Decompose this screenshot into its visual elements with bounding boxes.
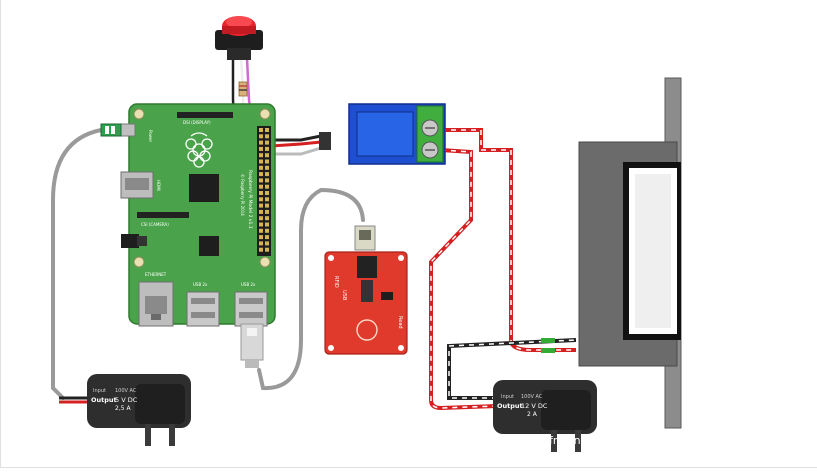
push-button[interactable] bbox=[215, 16, 263, 60]
gpio-pin bbox=[265, 178, 269, 183]
psu-left-current: 2,5 A bbox=[115, 405, 131, 412]
relay-terminal-2[interactable] bbox=[421, 141, 439, 159]
gpio-pin bbox=[259, 247, 263, 252]
ethernet-label: ETHERNET bbox=[145, 272, 167, 277]
gpio-pin bbox=[265, 134, 269, 139]
csi-label: CSI (CAMERA) bbox=[141, 222, 169, 227]
gpio-pin bbox=[265, 146, 269, 151]
psu-right-output-value: 12 V DC bbox=[521, 402, 548, 410]
rfid-usb-cable bbox=[257, 187, 365, 391]
ethernet-port[interactable] bbox=[138, 281, 174, 327]
gpio-pin bbox=[259, 172, 263, 177]
electric-lock bbox=[578, 77, 682, 429]
psu-right-input-label: Input bbox=[501, 394, 514, 400]
usb1-label: USB 2x bbox=[193, 282, 208, 287]
gpio-pin bbox=[259, 241, 263, 246]
dsi-label: DSI (DISPLAY) bbox=[183, 120, 211, 125]
rfid-reader: RFID USB Read bbox=[324, 251, 408, 355]
gpio-pin bbox=[259, 128, 263, 132]
gpio-pin bbox=[259, 153, 263, 158]
gpio-pin bbox=[265, 191, 269, 195]
gpio-pin bbox=[265, 172, 269, 177]
power-supply-left: Input 100V AC Output 5 V DC 2,5 A bbox=[87, 374, 191, 446]
usb2-label: USB 2x bbox=[241, 282, 256, 287]
gpio-pin bbox=[265, 203, 269, 208]
rfid-subtitle: USB bbox=[341, 290, 347, 301]
power-supply-right: Input 100V AC Output 12 V DC 2 A bbox=[493, 380, 597, 452]
plug-pin-left-1 bbox=[145, 424, 151, 446]
gpio-pin bbox=[265, 165, 269, 170]
gpio-pin bbox=[259, 197, 263, 202]
relay-module bbox=[348, 103, 446, 165]
relay-signal-red bbox=[270, 140, 322, 148]
gpio-pin bbox=[259, 209, 263, 214]
gpio-header[interactable] bbox=[257, 126, 271, 256]
psu-left-input-label: Input bbox=[93, 388, 106, 394]
gpio-pin bbox=[259, 134, 263, 139]
button-wire-white bbox=[239, 57, 245, 104]
raspberry-pi-board: Power DSI (DISPLAY) HDMI CSI (CAMERA) Ra… bbox=[118, 103, 276, 327]
usb-port-2[interactable] bbox=[234, 291, 268, 327]
gpio-pin bbox=[259, 178, 263, 183]
gpio-pin bbox=[259, 191, 263, 195]
soc-chip bbox=[189, 174, 219, 202]
hdmi-label: HDMI bbox=[156, 180, 161, 191]
board-copyright: © Raspberry Pi 2014 bbox=[240, 174, 245, 216]
micro-usb-plug bbox=[100, 123, 122, 137]
gpio-pin bbox=[259, 235, 263, 240]
gpio-pin bbox=[265, 140, 269, 145]
lock-wire-red-2 bbox=[429, 148, 498, 411]
power-label: Power bbox=[148, 130, 153, 142]
gpio-pin bbox=[259, 228, 263, 233]
gpio-pin bbox=[265, 247, 269, 252]
gpio-pin bbox=[259, 222, 263, 227]
gpio-pin bbox=[259, 203, 263, 208]
wires bbox=[51, 57, 577, 411]
usb-plug bbox=[240, 323, 264, 368]
plug-pin-left-2 bbox=[169, 424, 175, 446]
gpio-pin bbox=[265, 128, 269, 132]
gpio-pin bbox=[259, 165, 263, 170]
resistor bbox=[238, 81, 248, 97]
gpio-pin bbox=[265, 241, 269, 246]
psu-left-output-label: Output bbox=[91, 396, 117, 404]
relay-signal-black bbox=[271, 134, 322, 142]
gpio-pin bbox=[259, 184, 263, 189]
raspberry-logo bbox=[185, 132, 213, 168]
psu-right-input-value: 100V AC bbox=[521, 394, 543, 400]
gpio-pin bbox=[265, 184, 269, 189]
gpio-pin bbox=[259, 216, 263, 221]
relay-terminal-1[interactable] bbox=[421, 119, 439, 137]
psu-right-output-label: Output bbox=[497, 402, 523, 410]
psu-left-cable bbox=[51, 128, 103, 400]
gpio-pin bbox=[259, 146, 263, 151]
psu-left-input-value: 100V AC bbox=[115, 388, 137, 394]
gpio-pin bbox=[259, 159, 263, 164]
fritzing-watermark: fritzing bbox=[549, 434, 588, 447]
plug-pin-right-1 bbox=[551, 430, 557, 452]
psu-left-output-value: 5 V DC bbox=[115, 396, 138, 404]
usb-port-1[interactable] bbox=[186, 291, 220, 327]
rfid-read-label: Read bbox=[397, 316, 403, 329]
gpio-pin bbox=[265, 159, 269, 164]
gpio-pin bbox=[265, 197, 269, 202]
audio-jack[interactable] bbox=[121, 234, 139, 248]
gpio-pin bbox=[265, 209, 269, 214]
gpio-pin bbox=[265, 222, 269, 227]
rfid-usb-connector bbox=[354, 225, 376, 251]
board-model: Raspberry Pi Model 2 v1.1 bbox=[247, 170, 253, 229]
gpio-pin bbox=[265, 228, 269, 233]
gpio-pin bbox=[265, 153, 269, 158]
psu-right-current: 2 A bbox=[527, 411, 538, 418]
gpio-pin bbox=[265, 216, 269, 221]
lock-wire-red-1 bbox=[441, 128, 576, 352]
gpio-pin bbox=[259, 140, 263, 145]
ram-chip bbox=[199, 236, 219, 256]
rfid-title: RFID bbox=[333, 276, 339, 288]
plug-pin-right-2 bbox=[575, 430, 581, 452]
gpio-pin bbox=[265, 235, 269, 240]
